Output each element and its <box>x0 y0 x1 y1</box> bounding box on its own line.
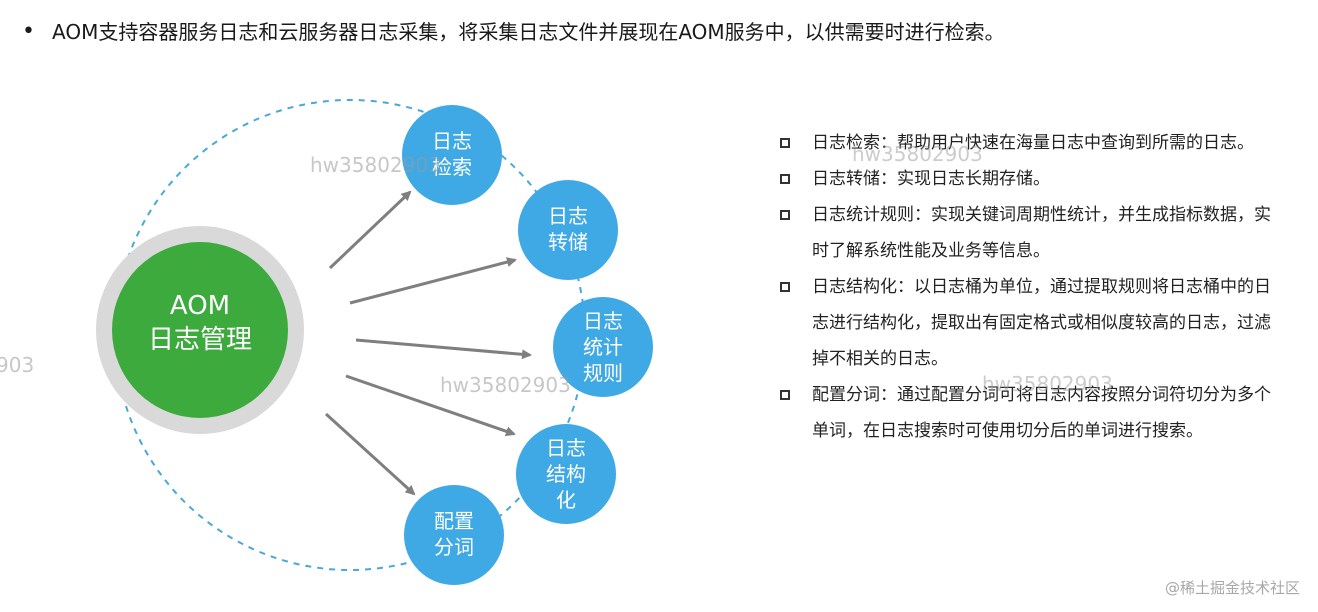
node-log-dump-line1: 日志 <box>548 204 588 228</box>
description-item: 日志统计规则：实现关键词周期性统计，并生成指标数据，实时了解系统性能及业务等信息… <box>778 197 1278 269</box>
arrow-to-tokenizer <box>324 412 416 496</box>
aom-log-diagram: AOM 日志管理 日志 检索 日志 转储 日志 统计 规则 日志 结构 化 配置… <box>0 99 653 585</box>
center-label-line2: 日志管理 <box>148 325 252 355</box>
headline-bullet: • <box>22 19 35 44</box>
node-log-stats-line3: 规则 <box>583 361 623 385</box>
center-label-line1: AOM <box>170 291 230 321</box>
description-item: 日志检索：帮助用户快速在海量日志中查询到所需的日志。 <box>778 125 1278 161</box>
node-tokenizer: 配置 分词 <box>404 485 504 585</box>
description-text: 日志转储：实现日志长期存储。 <box>812 169 1050 189</box>
center-circle <box>112 242 288 418</box>
node-log-structuring-line3: 化 <box>556 488 576 512</box>
node-log-stats: 日志 统计 规则 <box>553 297 653 397</box>
square-bullet-icon <box>780 210 790 220</box>
square-bullet-icon <box>780 174 790 184</box>
square-bullet-icon <box>780 282 790 292</box>
arrow-to-log-search <box>328 190 412 270</box>
node-log-dump: 日志 转储 <box>518 180 618 280</box>
watermark-1: hw35802903 <box>310 153 441 177</box>
node-tokenizer-line2: 分词 <box>434 535 474 559</box>
node-log-structuring-circle <box>516 424 616 524</box>
node-log-search-line1: 日志 <box>432 129 472 153</box>
headline-text: AOM支持容器服务日志和云服务器日志采集，将采集日志文件并展现在AOM服务中，以… <box>52 20 1005 44</box>
site-credit: @稀土掘金技术社区 <box>1164 579 1300 597</box>
node-log-structuring: 日志 结构 化 <box>516 424 616 524</box>
headline: • AOM支持容器服务日志和云服务器日志采集，将采集日志文件并展现在AOM服务中… <box>22 16 1312 48</box>
node-log-dump-circle <box>518 180 618 280</box>
description-text: 日志结构化：以日志桶为单位，通过提取规则将日志桶中的日志进行结构化，提取出有固定… <box>812 277 1271 369</box>
description-item: 日志转储：实现日志长期存储。 <box>778 161 1278 197</box>
watermark-2: hw35802903 <box>440 373 571 397</box>
node-log-dump-line2: 转储 <box>548 230 588 254</box>
node-log-stats-circle <box>553 297 653 397</box>
node-log-structuring-line2: 结构 <box>546 462 586 486</box>
description-text: 日志统计规则：实现关键词周期性统计，并生成指标数据，实时了解系统性能及业务等信息… <box>812 205 1271 261</box>
description-item: 配置分词：通过配置分词可将日志内容按照分词符切分为多个单词，在日志搜索时可使用切… <box>778 377 1278 449</box>
square-bullet-icon <box>780 138 790 148</box>
description-item: 日志结构化：以日志桶为单位，通过提取规则将日志桶中的日志进行结构化，提取出有固定… <box>778 269 1278 377</box>
node-tokenizer-circle <box>404 485 504 585</box>
node-log-structuring-line1: 日志 <box>546 436 586 460</box>
arrow-to-log-dump <box>349 257 517 305</box>
square-bullet-icon <box>780 390 790 400</box>
node-log-stats-line2: 统计 <box>583 335 623 359</box>
watermark-5: 903 <box>0 353 34 377</box>
center-node: AOM 日志管理 <box>96 226 304 434</box>
node-log-search-line2: 检索 <box>432 155 472 179</box>
description-list: 日志检索：帮助用户快速在海量日志中查询到所需的日志。 日志转储：实现日志长期存储… <box>778 125 1278 449</box>
description-text: 配置分词：通过配置分词可将日志内容按照分词符切分为多个单词，在日志搜索时可使用切… <box>812 385 1271 441</box>
node-tokenizer-line1: 配置 <box>434 509 474 533</box>
node-log-search-circle <box>402 105 502 205</box>
arrow-to-log-structuring <box>345 374 516 437</box>
description-text: 日志检索：帮助用户快速在海量日志中查询到所需的日志。 <box>812 133 1254 153</box>
arrow-to-log-stats <box>355 338 532 360</box>
arrows <box>324 190 532 496</box>
node-log-stats-line1: 日志 <box>583 309 623 333</box>
node-log-search: 日志 检索 <box>402 105 502 205</box>
